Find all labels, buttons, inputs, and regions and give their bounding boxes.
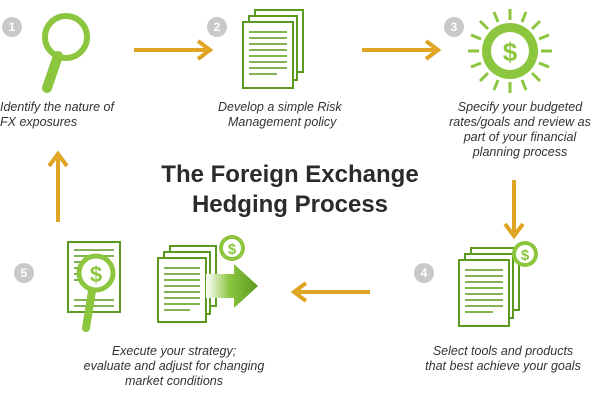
svg-text:$: $ (503, 37, 518, 67)
title-line-1: The Foreign Exchange (161, 161, 419, 188)
arrow-right-2-icon (362, 39, 442, 61)
svg-text:$: $ (228, 241, 237, 258)
step-4-caption: Select tools and products that best achi… (410, 344, 596, 374)
arrow-up-icon (47, 150, 69, 222)
step-4-line-2: that best achieve your goals (425, 359, 581, 373)
svg-text:$: $ (521, 247, 530, 264)
step-1-line-1: Identify the nature of (0, 100, 114, 114)
step-1-caption: Identify the nature of FX exposures (0, 100, 180, 130)
step-1-number: 1 (2, 17, 22, 37)
documents-icon (242, 9, 304, 89)
step-3-caption: Specify your budgeted rates/goals and re… (440, 100, 600, 160)
arrow-left-icon (290, 281, 370, 303)
step-4-line-1: Select tools and products (432, 344, 574, 358)
step-5-line-1: Execute your strategy; (111, 344, 237, 358)
step-2-line-2: Management policy (228, 115, 337, 129)
documents-dollar-icon: $ (458, 241, 538, 327)
arrow-down-icon (503, 180, 525, 240)
step-3-line-4: planning process (472, 145, 568, 159)
step-3-line-2: rates/goals and review as (449, 115, 591, 129)
magnifier-icon (42, 13, 90, 93)
step-2-caption: Develop a simple Risk Management policy (218, 100, 368, 130)
dollar-badge-icon: $ (468, 9, 552, 93)
step-5-line-2: evaluate and adjust for changing (83, 359, 265, 373)
step-4-number: 4 (414, 263, 434, 283)
step-2-number: 2 (207, 17, 227, 37)
step-3-line-1: Specify your budgeted (457, 100, 583, 114)
arrow-right-1-icon (134, 39, 214, 61)
title-line-2: Hedging Process (191, 191, 389, 218)
step-1-line-2: FX exposures (0, 115, 78, 129)
diagram-title: The Foreign Exchange Hedging Process (145, 160, 435, 220)
step-2-line-1: Develop a simple Risk (218, 100, 342, 114)
svg-text:$: $ (90, 262, 102, 287)
step-5-line-3: market conditions (125, 374, 223, 388)
step-5-number: 5 (14, 263, 34, 283)
documents-arrow-icon: $ (157, 235, 258, 323)
step-3-line-3: part of your financial (463, 130, 577, 144)
step-5-caption: Execute your strategy; evaluate and adju… (64, 344, 284, 389)
step-3-number: 3 (444, 17, 464, 37)
document-magnifier-dollar-icon: $ (67, 241, 121, 332)
